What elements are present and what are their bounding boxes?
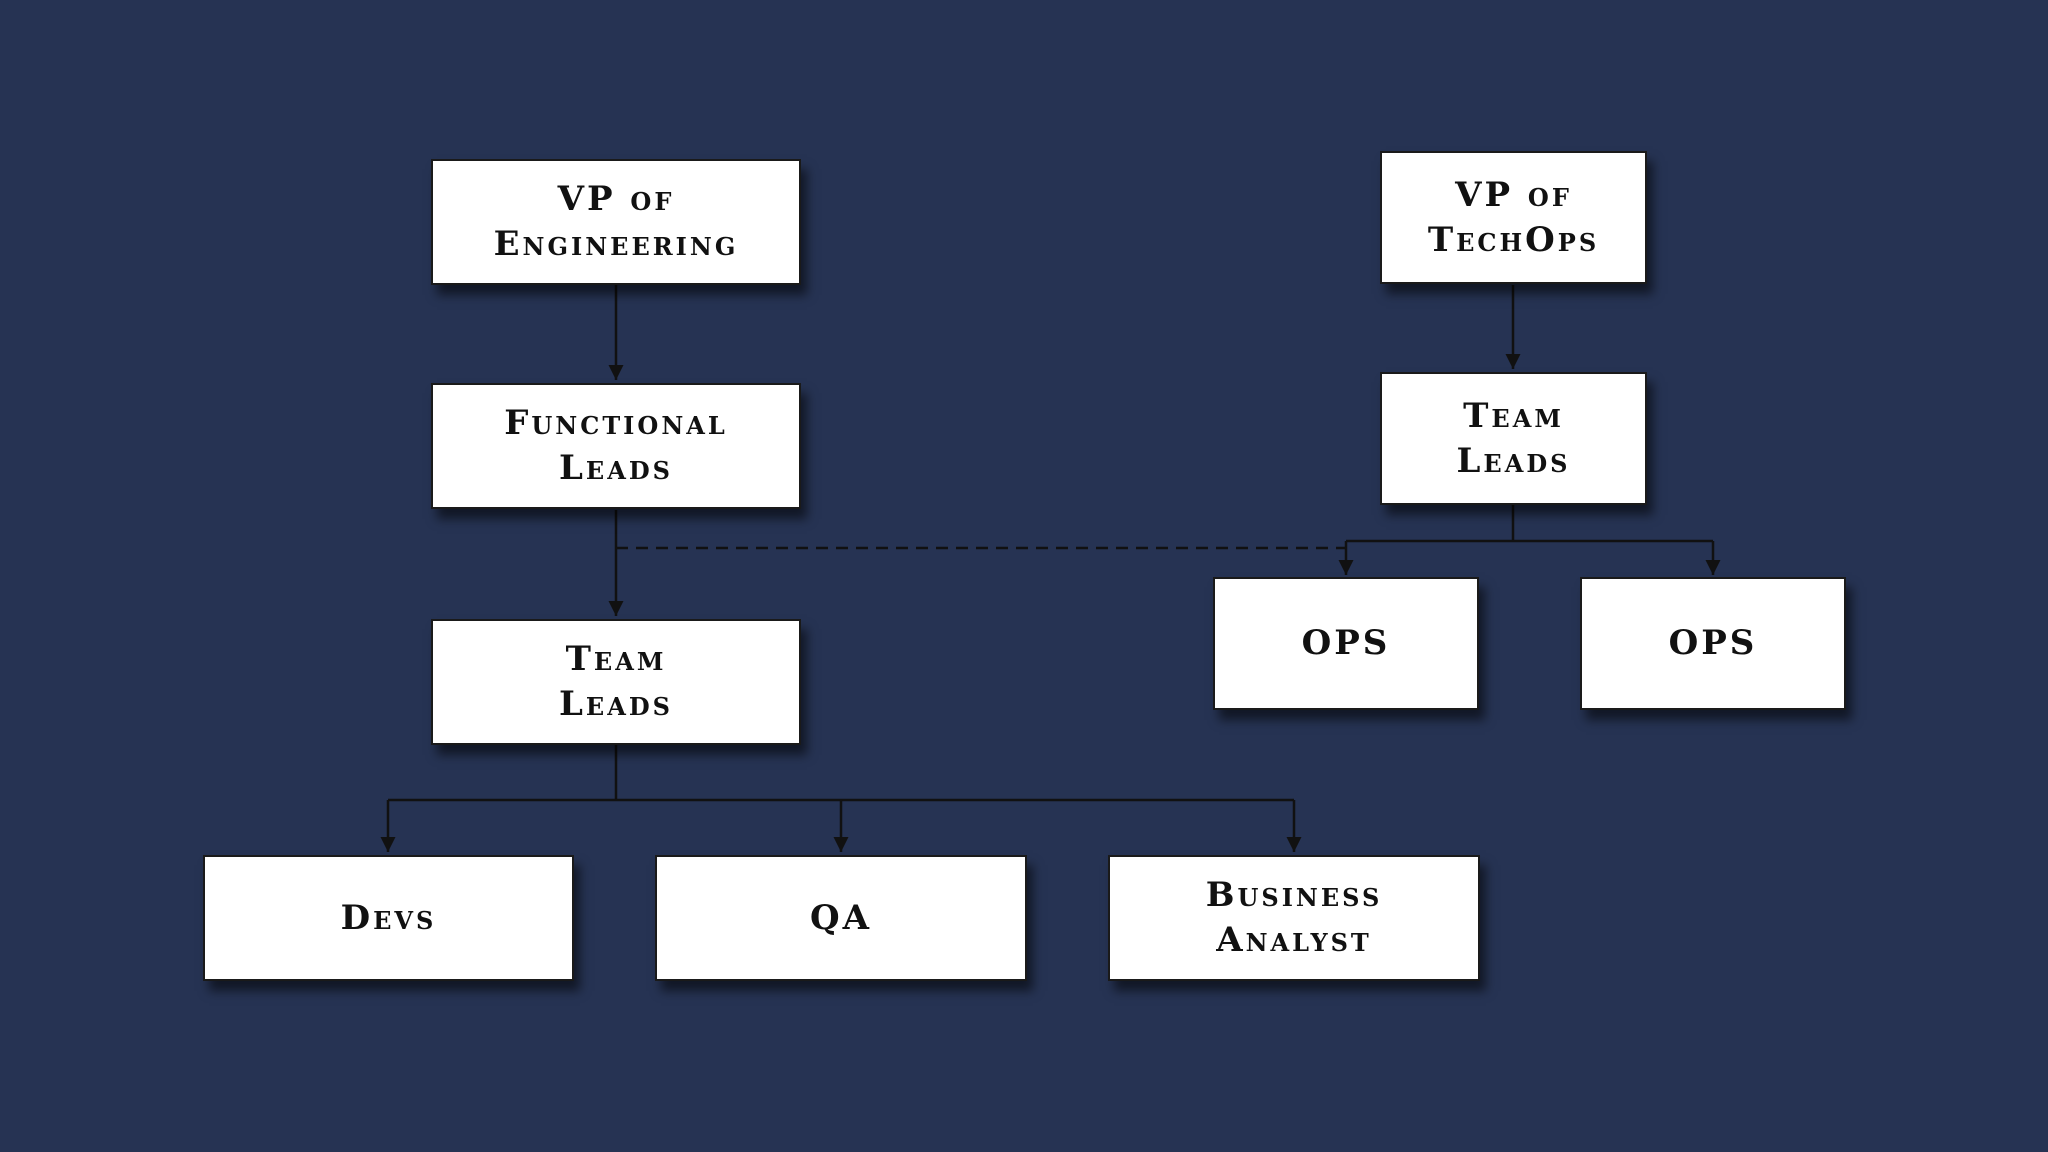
node-qa: QA bbox=[655, 855, 1027, 981]
node-ops-team-leads: Team Leads bbox=[1380, 372, 1647, 505]
node-devs: Devs bbox=[203, 855, 574, 981]
node-business-analyst: Business Analyst bbox=[1108, 855, 1480, 981]
node-label-line: TechOps bbox=[1427, 219, 1600, 260]
node-vp-techops: VP of TechOps bbox=[1380, 151, 1647, 284]
node-vp-engineering: VP of Engineering bbox=[431, 159, 801, 285]
node-label-line: Analyst bbox=[1216, 920, 1372, 960]
node-label-line: VP of bbox=[557, 179, 675, 219]
node-functional-leads: Functional Leads bbox=[431, 383, 801, 509]
node-label-line: Business bbox=[1205, 875, 1383, 915]
node-label-line: OPS bbox=[1301, 623, 1391, 663]
node-label-line: Functional bbox=[504, 403, 728, 443]
node-label-line: Engineering bbox=[493, 224, 739, 264]
node-label-line: Leads bbox=[1456, 440, 1571, 481]
node-ops-2: OPS bbox=[1580, 577, 1846, 710]
node-eng-team-leads: Team Leads bbox=[431, 619, 801, 745]
node-label-line: Team bbox=[565, 639, 667, 679]
node-label-line: Leads bbox=[559, 448, 673, 488]
node-label-line: Team bbox=[1463, 395, 1564, 436]
node-label-line: Leads bbox=[559, 684, 673, 724]
node-label-line: QA bbox=[810, 897, 872, 938]
node-label-line: Devs bbox=[340, 897, 437, 938]
node-label-line: VP of bbox=[1455, 174, 1572, 215]
node-ops-1: OPS bbox=[1213, 577, 1479, 710]
node-label-line: OPS bbox=[1668, 623, 1758, 663]
